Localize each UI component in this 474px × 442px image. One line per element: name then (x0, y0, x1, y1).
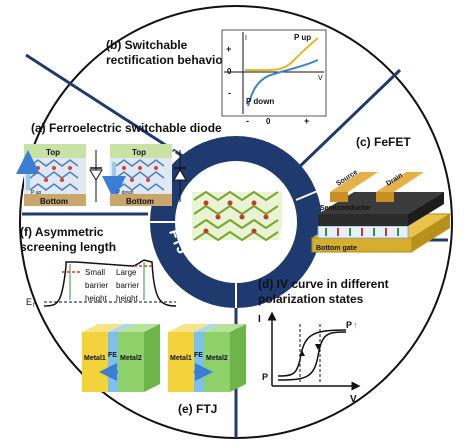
barrier-profile (43, 259, 177, 307)
spoke-b-a (25, 53, 185, 159)
svg-text:Bottom gate: Bottom gate (316, 245, 357, 252)
panel-c: (c) FeFET Source Drain Semiconductor Bot… (310, 135, 452, 253)
svg-text:barrier: barrier (85, 281, 108, 290)
panel-e: Metal1 FE Metal2 Metal1 FE Metal2 (e) FT… (82, 324, 246, 416)
svg-text:FE: FE (108, 352, 117, 359)
svg-text:0: 0 (266, 117, 271, 126)
svg-text:+: + (226, 44, 231, 54)
a-bottom-layer-right (110, 194, 172, 206)
pdown-curve (247, 59, 319, 107)
svg-text:-: - (228, 88, 231, 98)
svg-text:P: P (346, 320, 352, 330)
svg-text:barrier: barrier (116, 281, 139, 290)
svg-text:I: I (258, 314, 261, 325)
svg-text:Metal1: Metal1 (84, 355, 106, 362)
panel-b: (b) Switchable rectification behavior P … (106, 29, 327, 126)
svg-text:Semiconductor: Semiconductor (320, 205, 371, 212)
panel-b-caption-2: rectification behavior (106, 53, 228, 67)
panel-f: (f) Asymmetric screening length E f Smal… (20, 225, 177, 309)
b-pdown-label: P down (246, 97, 274, 106)
svg-text:↓: ↓ (269, 372, 274, 382)
svg-text:Metal2: Metal2 (206, 355, 228, 362)
panel-a: (a) Ferroelectric switchable diode Top P… (16, 121, 222, 206)
svg-text:height: height (85, 294, 108, 303)
a-bottom-layer-left (24, 194, 86, 206)
pup-curve (244, 37, 319, 72)
svg-text:0: 0 (227, 67, 232, 76)
svg-text:Bottom: Bottom (40, 197, 68, 206)
svg-text:Large: Large (116, 268, 137, 277)
panel-d-caption-2: polarization states (258, 292, 364, 306)
svg-text:FE: FE (194, 352, 203, 359)
d-hysteresis-upper (277, 329, 347, 377)
svg-text:-: - (246, 116, 249, 126)
svg-text:Metal1: Metal1 (170, 355, 192, 362)
spoke-b-c (293, 68, 402, 173)
panel-c-caption: (c) FeFET (356, 135, 411, 149)
svg-text:height: height (116, 294, 139, 303)
svg-text:P: P (262, 372, 268, 382)
crystal-lattice (192, 190, 282, 242)
panel-d: (d) IV curve in different polarization s… (258, 277, 389, 405)
svg-text:V: V (318, 75, 323, 82)
panel-e-caption: (e) FTJ (178, 402, 217, 416)
svg-text:Bottom: Bottom (126, 197, 154, 206)
panel-d-caption-1: (d) IV curve in different (258, 277, 389, 291)
svg-text:P up: P up (31, 190, 41, 196)
svg-text:↑: ↑ (353, 320, 358, 330)
panel-a-caption: (a) Ferroelectric switchable diode (31, 121, 222, 135)
svg-text:f: f (33, 303, 35, 309)
svg-text:P down: P down (117, 190, 134, 196)
svg-text:Small: Small (85, 268, 105, 277)
b-pup-label: P up (294, 33, 311, 42)
panel-b-caption-1: (b) Switchable (106, 38, 188, 52)
svg-text:E: E (26, 297, 32, 307)
panel-f-caption-1: (f) Asymmetric (20, 225, 104, 239)
ftj-right: Metal1 FE Metal2 (168, 324, 246, 392)
svg-text:I: I (245, 35, 247, 42)
svg-text:Metal2: Metal2 (120, 355, 142, 362)
d-hysteresis-lower (277, 331, 347, 381)
svg-text:+: + (304, 116, 309, 126)
svg-text:V: V (350, 394, 357, 405)
ftj-left: Metal1 FE Metal2 (82, 324, 160, 392)
panel-f-caption-2: screening length (20, 240, 116, 254)
a-top-layer-right (110, 144, 172, 158)
svg-text:Top: Top (46, 148, 60, 157)
svg-text:Top: Top (132, 148, 146, 157)
